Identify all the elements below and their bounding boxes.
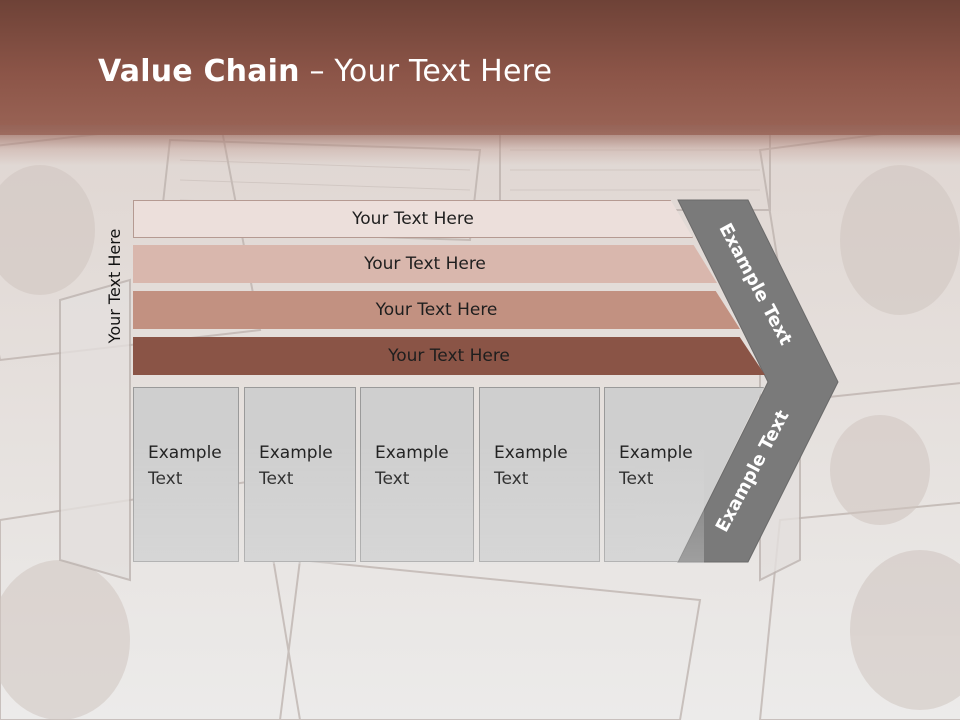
support-bar-label: Your Text Here (375, 300, 498, 320)
support-bar-4: Your Text Here (133, 337, 765, 375)
support-bar-label: Your Text Here (364, 254, 486, 274)
title-banner (0, 0, 960, 135)
support-bar-1: Your Text Here (133, 200, 693, 238)
title-banner-fade (0, 125, 960, 165)
reflection (133, 444, 773, 564)
support-bar-label: Your Text Here (352, 209, 474, 229)
page-title: Value Chain – Your Text Here (98, 54, 552, 89)
support-bar-label: Your Text Here (388, 346, 510, 366)
title-bold: Value Chain (98, 54, 300, 89)
title-rest: – Your Text Here (299, 54, 553, 89)
support-bar-2: Your Text Here (133, 245, 717, 283)
support-bar-3: Your Text Here (133, 291, 740, 329)
